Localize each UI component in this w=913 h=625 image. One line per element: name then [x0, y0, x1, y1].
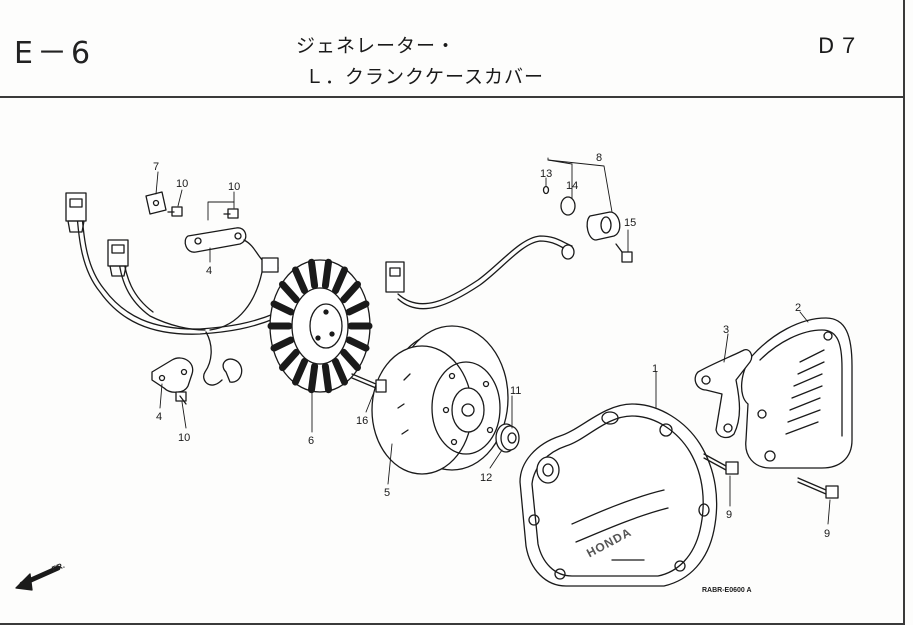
callout-10b: 10: [228, 181, 240, 193]
pulse-generator-lower: [151, 357, 194, 393]
callout-11: 11: [510, 385, 521, 397]
drive-sprocket-cover: [741, 317, 853, 469]
callout-9b: 9: [824, 528, 830, 540]
stator-tooth: [332, 266, 348, 295]
callout-9a: 9: [726, 509, 732, 521]
stator-tooth: [270, 336, 295, 352]
stator-coil-assembly: [267, 258, 373, 394]
bolt-10-c: [175, 391, 187, 405]
stator-tooth: [340, 280, 361, 304]
callout-5: 5: [384, 487, 390, 499]
stator-tooth: [292, 266, 308, 295]
callout-10c: 10: [178, 432, 190, 444]
callout-12: 12: [480, 472, 492, 484]
wire-clamp-7: [145, 191, 167, 215]
wire-clamp: [222, 358, 243, 383]
page-code: D７: [818, 34, 864, 58]
pulse-generator-upper: [184, 227, 279, 273]
callout-4a: 4: [206, 265, 212, 277]
callout-14: 14: [566, 180, 578, 192]
front-arrow: [15, 565, 61, 591]
callout-10a: 10: [176, 178, 188, 190]
neutral-switch: [586, 211, 621, 241]
header-divider: [0, 96, 903, 98]
flywheel-rotor: [371, 325, 509, 475]
connector-plug-1: [65, 192, 87, 233]
bolt-9-b: [797, 477, 839, 499]
screw-15: [615, 243, 633, 263]
bolt-16: [351, 373, 387, 393]
stator-tooth: [308, 362, 319, 394]
callout-16: 16: [356, 415, 368, 427]
callout-13: 13: [540, 168, 552, 180]
bolt-10-a: [167, 206, 183, 217]
stator-tooth: [340, 348, 361, 372]
connector-plug-2: [107, 239, 129, 277]
stator-tooth: [345, 300, 370, 316]
callout-4b: 4: [156, 411, 162, 423]
neutral-switch-cable: [385, 235, 573, 310]
stator-tooth: [279, 348, 300, 372]
stator-tooth: [308, 258, 319, 290]
title-line-2: Ｌ．クランクケースカバー: [305, 66, 545, 88]
leader-lines: [155, 157, 831, 525]
diagram-code: RABR-E0600 A: [702, 587, 752, 594]
stator-tooth: [332, 357, 348, 386]
stator-tooth: [345, 336, 370, 352]
left-crankcase-cover: [519, 403, 718, 587]
callout-7: 7: [153, 161, 159, 173]
callout-numbers: 7 10 10 4 4 10 6 16 5 11 12 8 13 14 15 1…: [153, 152, 830, 540]
callout-15: 15: [624, 217, 636, 229]
callout-1: 1: [652, 363, 658, 375]
wire-harness: [75, 197, 279, 386]
stator-tooth: [292, 357, 308, 386]
stator-tooth: [270, 300, 295, 316]
nut-washer-11-12: [495, 423, 520, 453]
exploded-view-diagram: 7 10 10 4 4 10 6 16 5 11 12 8 13 14 15 1…: [15, 152, 853, 594]
washer-sensor: [561, 244, 575, 260]
stator-tooth: [321, 362, 332, 394]
section-code: E－6: [14, 36, 95, 71]
callout-8: 8: [596, 152, 602, 164]
callout-3: 3: [723, 324, 729, 336]
bolt-9-a: [703, 453, 739, 475]
front-marker-label: FR.: [51, 561, 66, 574]
stator-tooth: [321, 258, 332, 290]
callout-2: 2: [795, 302, 801, 314]
o-ring-14: [560, 196, 576, 216]
bolt-10-b: [223, 208, 239, 219]
stator-tooth: [279, 280, 300, 304]
callout-6: 6: [308, 435, 314, 447]
title-line-1: ジェネレーター・: [296, 35, 457, 57]
bracket-3: [694, 349, 753, 439]
dowel-13: [542, 185, 550, 195]
